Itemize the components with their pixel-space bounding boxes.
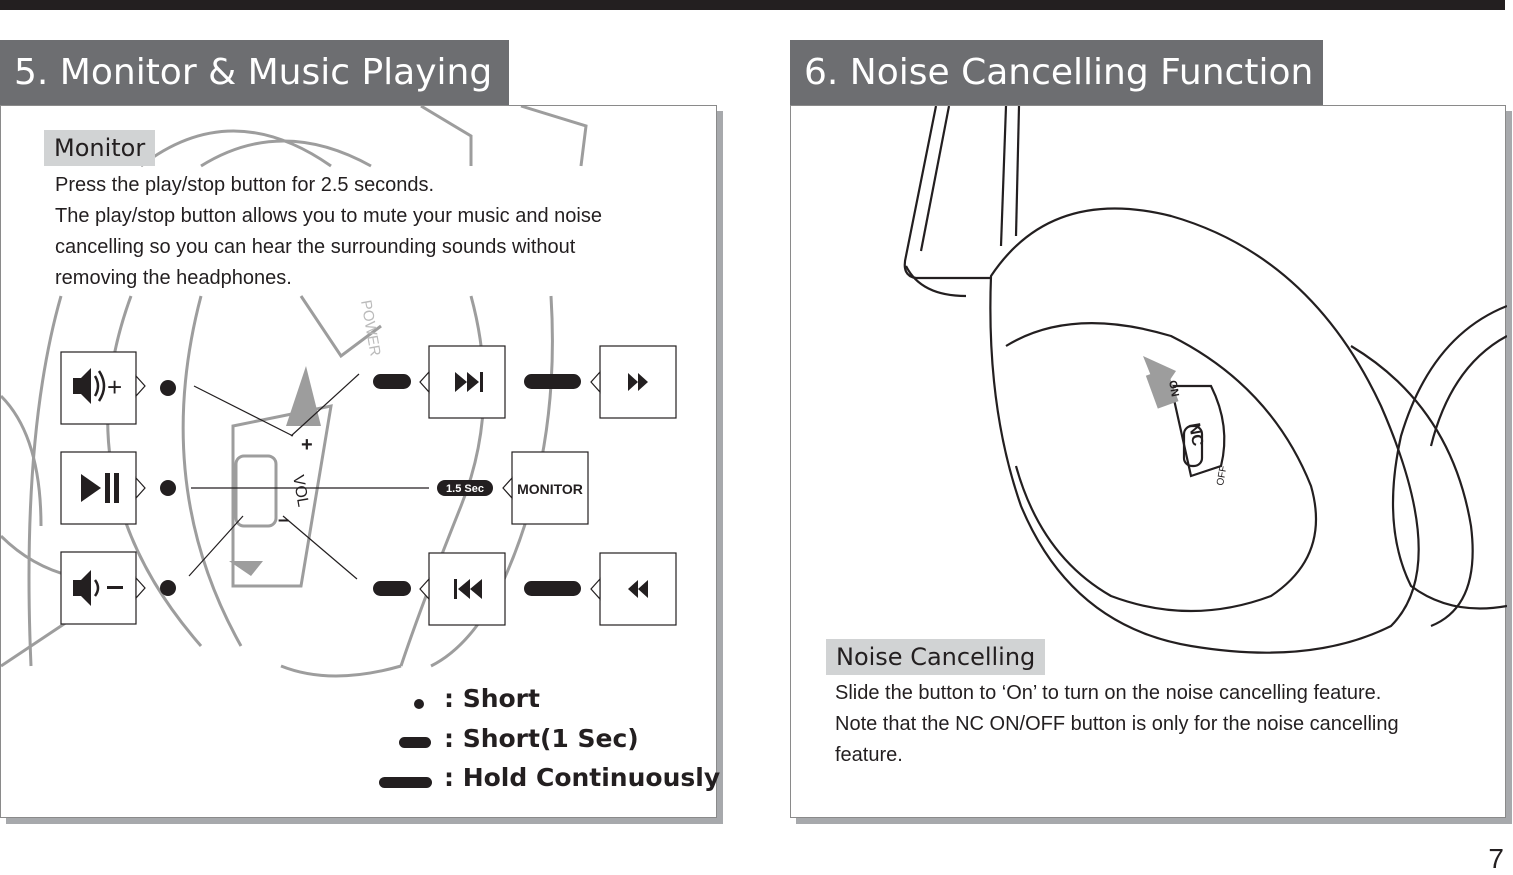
short-dot [160, 480, 176, 496]
headphone-controls-illustration: POWER VOL + – + [1, 106, 677, 788]
noise-cancelling-panel: ON NC OFF Noise Cancelling Slide the but… [790, 105, 1507, 818]
previous-track-box [419, 552, 506, 626]
duration-badge-text: 1.5 Sec [446, 483, 484, 495]
next-track-box [419, 345, 506, 419]
legend-short-1sec-text: : Short(1 Sec) [444, 724, 639, 753]
play-icon [81, 474, 101, 502]
description-line: feature. [835, 744, 903, 766]
svg-text:+: + [107, 372, 122, 402]
play-pause-box [60, 451, 146, 525]
legend-short-1sec-pill [399, 737, 431, 748]
vol-down-arrow-icon [229, 561, 263, 576]
duration-badge [437, 480, 493, 496]
speaker-icon [73, 368, 91, 404]
noise-cancelling-description: Slide the button to ‘On’ to turn on the … [835, 678, 1399, 771]
volume-down-box [60, 551, 146, 625]
short-dot [160, 580, 176, 596]
vol-label: VOL [289, 474, 311, 509]
monitor-box-text: MONITOR [517, 481, 583, 497]
top-rule [0, 0, 1505, 10]
monitor-label: Monitor [44, 130, 156, 166]
power-label: POWER [357, 299, 384, 358]
switch-on-label: ON [1166, 379, 1181, 397]
description-line: The play/stop button allows you to mute … [55, 205, 602, 227]
noise-cancelling-label: Noise Cancelling [826, 639, 1046, 675]
description-line: cancelling so you can hear the surroundi… [55, 236, 576, 258]
switch-nc-label: NC [1185, 422, 1206, 448]
description-line: Slide the button to ‘On’ to turn on the … [835, 682, 1382, 704]
svg-text:+: + [301, 434, 313, 456]
pause-icon [105, 473, 110, 503]
volume-up-box: + [60, 351, 146, 425]
rewind-icon [628, 580, 648, 598]
description-line: Note that the NC ON/OFF button is only f… [835, 713, 1399, 735]
legend-hold-text: : Hold Continuously [444, 763, 721, 792]
svg-text:–: – [278, 509, 289, 531]
page-number: 7 [1488, 843, 1504, 874]
legend-short-text: : Short [444, 684, 540, 713]
hold-pill [524, 374, 581, 389]
monitor-box: MONITOR [502, 451, 589, 525]
monitor-description: Press the play/stop button for 2.5 secon… [55, 170, 695, 294]
speaker-icon [73, 570, 91, 606]
monitor-section-header: 5. Monitor & Music Playing [0, 40, 509, 105]
next-track-icon [455, 372, 479, 392]
short-dot [160, 380, 176, 396]
short-1sec-pill [373, 374, 411, 389]
noise-cancelling-illustration: ON NC OFF [903, 106, 1507, 654]
switch-off-label: OFF [1215, 465, 1229, 487]
previous-track-icon [458, 579, 482, 599]
description-line: removing the headphones. [55, 267, 292, 289]
fast-forward-box [590, 345, 677, 419]
legend-hold-pill [379, 777, 432, 788]
fast-forward-icon [628, 373, 648, 391]
legend-short-dot [414, 699, 424, 709]
rewind-box [590, 552, 677, 626]
monitor-panel: POWER VOL + – + [0, 105, 721, 818]
short-1sec-pill [373, 581, 411, 596]
description-line: Press the play/stop button for 2.5 secon… [55, 174, 435, 196]
noise-cancelling-section-header: 6. Noise Cancelling Function [790, 40, 1323, 105]
vol-up-arrow-icon [286, 366, 321, 426]
hold-pill [524, 581, 581, 596]
